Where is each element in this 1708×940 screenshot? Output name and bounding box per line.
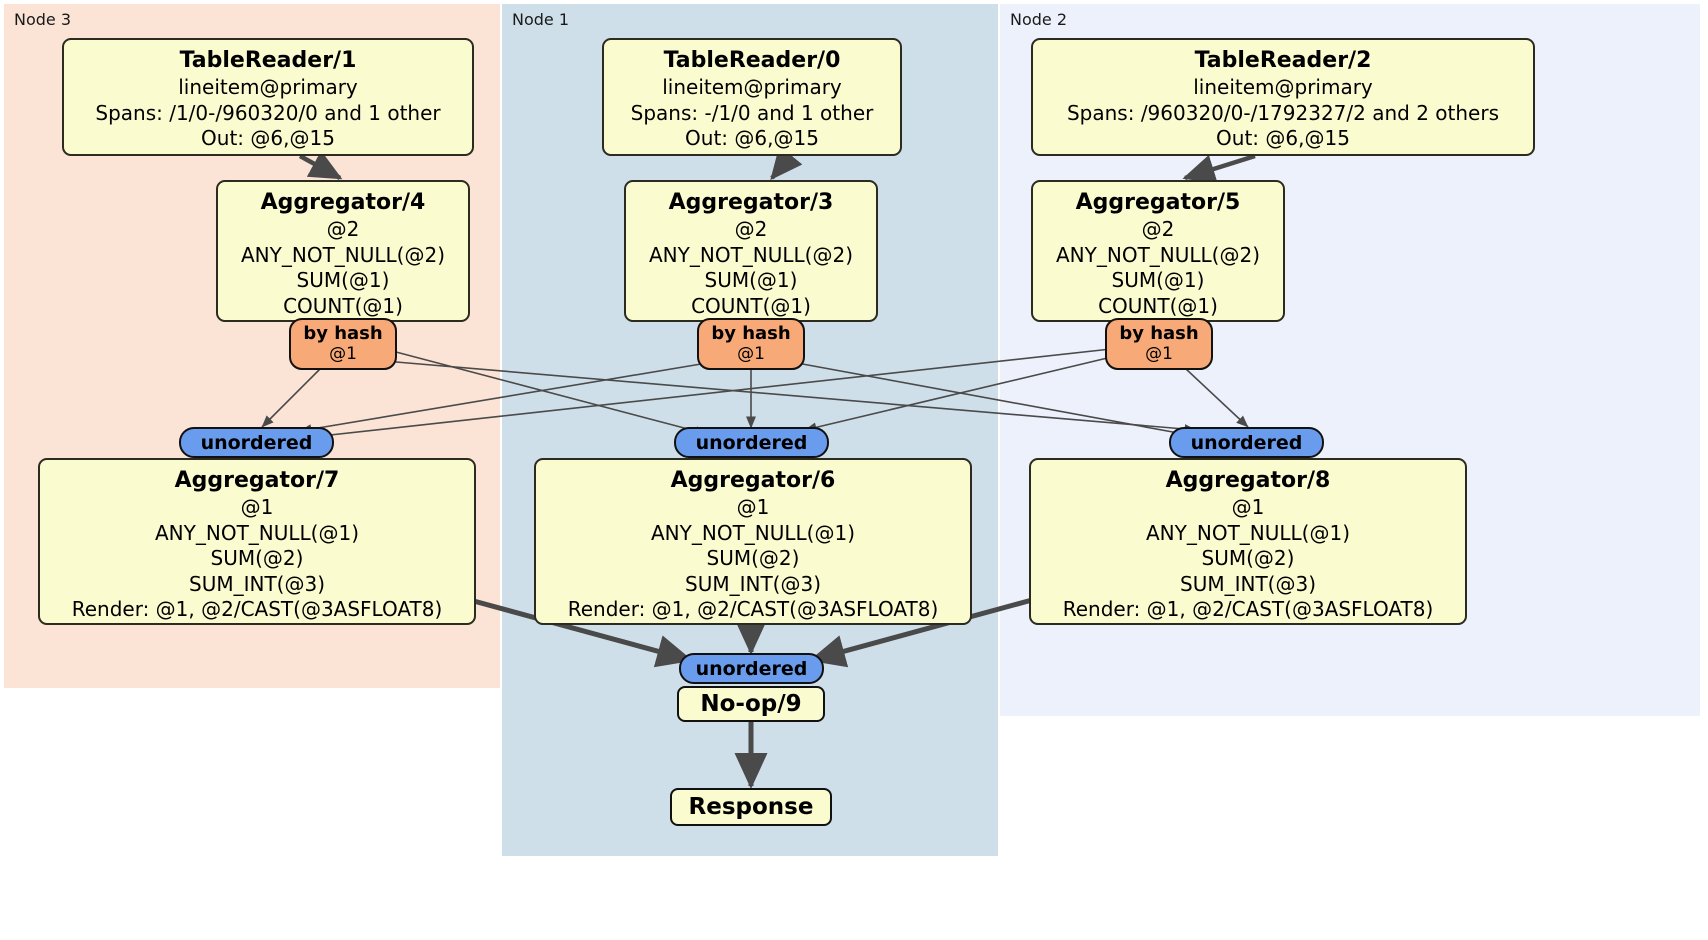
processor-line: Spans: -/1/0 and 1 other bbox=[630, 100, 874, 125]
synchronizer-label: unordered bbox=[200, 431, 313, 454]
hash-router-label: by hash bbox=[1119, 323, 1199, 344]
processor-line: lineitem@primary bbox=[1193, 75, 1373, 99]
processor-line: SUM(@1) bbox=[1111, 268, 1205, 292]
processor-line: Spans: /960320/0-/1792327/2 and 2 others bbox=[1066, 100, 1499, 125]
panel-node-1-label: Node 1 bbox=[512, 10, 570, 29]
processor-title: Aggregator/7 bbox=[174, 468, 340, 493]
processor-line: Render: @1, @2/CAST(@3ASFLOAT8) bbox=[1062, 597, 1434, 621]
processor-aggregator-4[interactable]: Aggregator/4 @2 ANY_NOT_NULL(@2) SUM(@1)… bbox=[216, 180, 470, 322]
processor-line: Render: @1, @2/CAST(@3ASFLOAT8) bbox=[71, 597, 443, 621]
unordered-synchronizer-center[interactable]: unordered bbox=[674, 427, 829, 458]
processor-table-reader-2[interactable]: TableReader/2 lineitem@primary Spans: /9… bbox=[1031, 38, 1535, 156]
processor-line: SUM(@2) bbox=[210, 546, 304, 570]
processor-line: SUM(@2) bbox=[706, 546, 800, 570]
processor-line: @1 bbox=[1231, 495, 1265, 519]
processor-line: @2 bbox=[734, 217, 768, 241]
processor-line: SUM_INT(@3) bbox=[1180, 571, 1316, 596]
unordered-synchronizer-right[interactable]: unordered bbox=[1169, 427, 1324, 458]
processor-table-reader-1[interactable]: TableReader/1 lineitem@primary Spans: /1… bbox=[62, 38, 474, 156]
processor-line: Out: @6,@15 bbox=[1216, 126, 1350, 150]
unordered-synchronizer-final[interactable]: unordered bbox=[679, 653, 824, 684]
processor-line: COUNT(@1) bbox=[1098, 293, 1218, 318]
processor-line: COUNT(@1) bbox=[283, 293, 403, 318]
processor-line: ANY_NOT_NULL(@2) bbox=[1056, 242, 1260, 267]
processor-line: ANY_NOT_NULL(@1) bbox=[651, 520, 855, 545]
processor-title: TableReader/1 bbox=[179, 48, 357, 73]
hash-router-left[interactable]: by hash @1 bbox=[289, 318, 397, 370]
processor-title: Response bbox=[688, 794, 814, 820]
processor-title: TableReader/2 bbox=[1194, 48, 1372, 73]
processor-line: Spans: /1/0-/960320/0 and 1 other bbox=[95, 100, 441, 125]
hash-router-right[interactable]: by hash @1 bbox=[1105, 318, 1213, 370]
processor-line: ANY_NOT_NULL(@1) bbox=[1146, 520, 1350, 545]
hash-router-column: @1 bbox=[1145, 344, 1173, 364]
processor-response[interactable]: Response bbox=[670, 788, 832, 826]
processor-line: COUNT(@1) bbox=[691, 293, 811, 318]
unordered-synchronizer-left[interactable]: unordered bbox=[179, 427, 334, 458]
processor-line: ANY_NOT_NULL(@1) bbox=[155, 520, 359, 545]
synchronizer-label: unordered bbox=[1190, 431, 1303, 454]
processor-title: Aggregator/8 bbox=[1165, 468, 1331, 493]
panel-node-3-label: Node 3 bbox=[14, 10, 72, 29]
processor-aggregator-8[interactable]: Aggregator/8 @1 ANY_NOT_NULL(@1) SUM(@2)… bbox=[1029, 458, 1467, 625]
processor-line: @1 bbox=[240, 495, 274, 519]
processor-title: TableReader/0 bbox=[663, 48, 841, 73]
processor-title: No-op/9 bbox=[700, 691, 802, 717]
hash-router-label: by hash bbox=[711, 323, 791, 344]
processor-aggregator-6[interactable]: Aggregator/6 @1 ANY_NOT_NULL(@1) SUM(@2)… bbox=[534, 458, 972, 625]
processor-title: Aggregator/3 bbox=[668, 190, 834, 215]
processor-aggregator-5[interactable]: Aggregator/5 @2 ANY_NOT_NULL(@2) SUM(@1)… bbox=[1031, 180, 1285, 322]
processor-line: @1 bbox=[736, 495, 770, 519]
processor-line: SUM(@1) bbox=[704, 268, 798, 292]
processor-title: Aggregator/6 bbox=[670, 468, 836, 493]
processor-table-reader-0[interactable]: TableReader/0 lineitem@primary Spans: -/… bbox=[602, 38, 902, 156]
hash-router-center[interactable]: by hash @1 bbox=[697, 318, 805, 370]
processor-line: lineitem@primary bbox=[178, 75, 358, 99]
processor-line: ANY_NOT_NULL(@2) bbox=[241, 242, 445, 267]
synchronizer-label: unordered bbox=[695, 431, 808, 454]
processor-line: SUM(@1) bbox=[296, 268, 390, 292]
synchronizer-label: unordered bbox=[695, 657, 808, 680]
processor-title: Aggregator/4 bbox=[260, 190, 426, 215]
processor-line: @2 bbox=[326, 217, 360, 241]
processor-line: Render: @1, @2/CAST(@3ASFLOAT8) bbox=[567, 597, 939, 621]
hash-router-column: @1 bbox=[737, 344, 765, 364]
processor-aggregator-7[interactable]: Aggregator/7 @1 ANY_NOT_NULL(@1) SUM(@2)… bbox=[38, 458, 476, 625]
processor-line: lineitem@primary bbox=[662, 75, 842, 99]
processor-line: ANY_NOT_NULL(@2) bbox=[649, 242, 853, 267]
processor-line: @2 bbox=[1141, 217, 1175, 241]
processor-line: SUM_INT(@3) bbox=[189, 571, 325, 596]
processor-noop-9[interactable]: No-op/9 bbox=[677, 686, 825, 722]
processor-line: Out: @6,@15 bbox=[201, 126, 335, 150]
processor-title: Aggregator/5 bbox=[1075, 190, 1241, 215]
panel-node-2-label: Node 2 bbox=[1010, 10, 1068, 29]
processor-line: SUM(@2) bbox=[1201, 546, 1295, 570]
processor-aggregator-3[interactable]: Aggregator/3 @2 ANY_NOT_NULL(@2) SUM(@1)… bbox=[624, 180, 878, 322]
processor-line: SUM_INT(@3) bbox=[685, 571, 821, 596]
processor-line: Out: @6,@15 bbox=[685, 126, 819, 150]
hash-router-column: @1 bbox=[329, 344, 357, 364]
hash-router-label: by hash bbox=[303, 323, 383, 344]
